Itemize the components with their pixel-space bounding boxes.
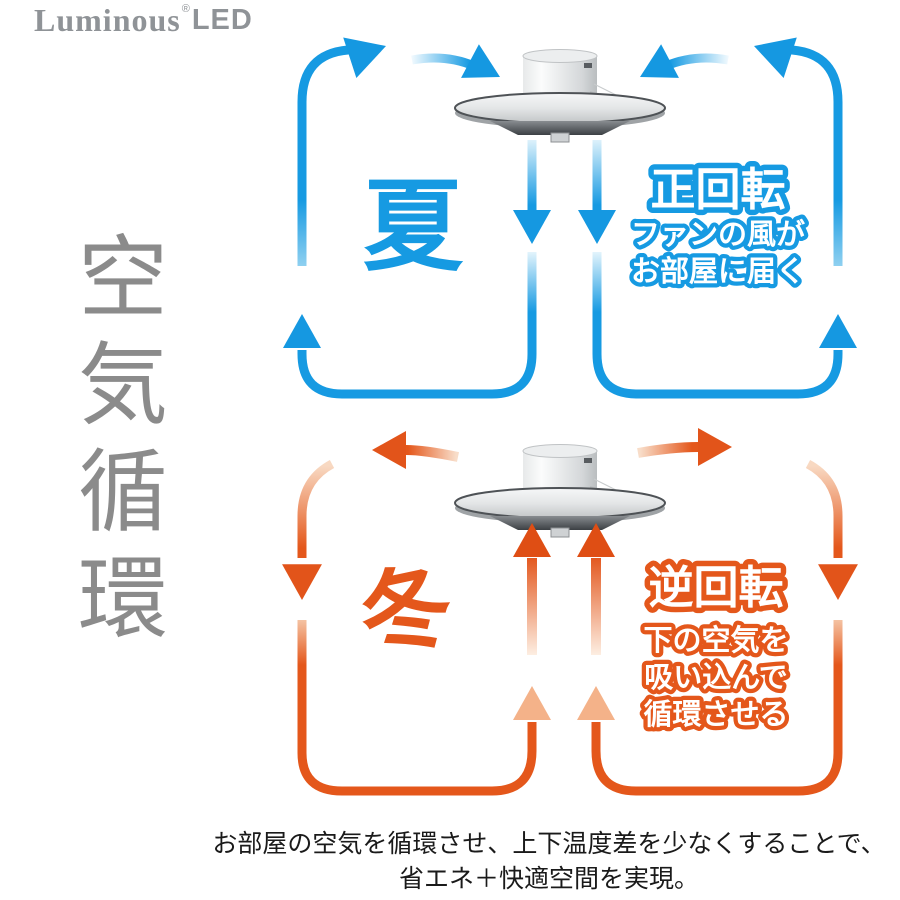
logo-led-text: LED [191,4,253,36]
winter-floor-loop-left [297,620,551,796]
footer-caption: お部屋の空気を循環させ、上下温度差を少なくすることで、 省エネ＋快適空間を実現。 [199,827,899,897]
summer-season-label: 夏 [363,171,463,283]
winter-wall-down-arrow-left [282,460,335,600]
winter-wall-down-arrow-right [805,460,858,600]
winter-center-up-arrow-left [513,523,551,655]
summer-floor-loop-left [283,252,537,399]
winter-mode-desc-line: 吸い込んで [644,661,788,694]
winter-center-up-arrow-right [577,523,615,655]
summer-intake-arrow-left [411,44,509,94]
logo-brand-text: Luminous [34,2,181,38]
side-title-vertical: 空気循環 [64,230,163,658]
summer-mode-title: 正回転 [650,164,785,215]
footer-caption-line: お部屋の空気を循環させ、上下温度差を少なくすることで、 [212,830,886,858]
summer-wall-up-arrow-right [747,25,843,266]
winter-mode-desc-line: 下の空気を [643,623,788,657]
brand-logo: Luminous®LED [34,2,253,38]
summer-floor-loop-right [592,252,857,399]
summer-intake-arrow-right [631,44,729,94]
summer-mode-desc-line: お部屋に届く [631,254,805,288]
winter-ceiling-arrow-right [637,428,732,466]
winter-airflow-arrows [282,428,858,796]
summer-center-down-arrow-right [578,140,616,244]
footer-caption-line: 省エネ＋快適空間を実現。 [398,865,699,893]
winter-floor-loop-right [577,620,843,796]
winter-ceiling-fan-icon [454,443,666,538]
summer-mode-desc-line: ファンの風が [631,217,805,251]
winter-mode-title: 逆回転 [648,562,783,613]
logo-registered-mark: ® [181,3,190,15]
winter-mode-desc-line: 循環させる [643,698,788,731]
summer-center-down-arrow-left [513,140,551,244]
summer-wall-up-arrow-left [297,25,393,266]
summer-airflow-arrows [283,25,857,399]
winter-ceiling-arrow-left [372,431,460,469]
